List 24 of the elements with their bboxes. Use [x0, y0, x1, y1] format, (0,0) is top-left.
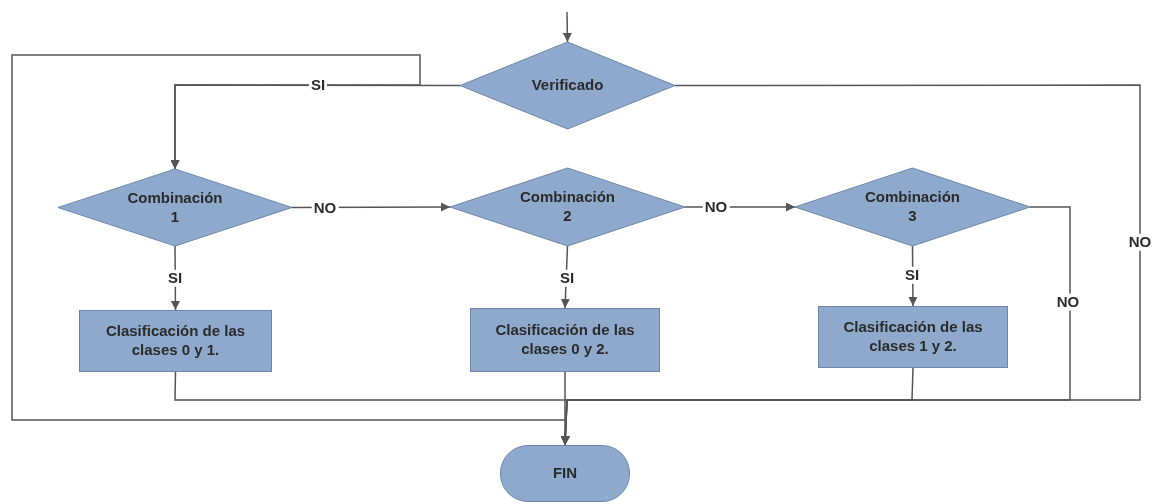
edge-label: SI — [902, 266, 922, 284]
arrow — [562, 11, 572, 43]
decision-diamond — [58, 169, 292, 246]
node-label: Combinación 2 — [519, 188, 616, 226]
node-label: Clasificación de las clases 1 y 2. — [842, 318, 984, 356]
edge-label: SI — [557, 269, 577, 287]
decision-diamond — [795, 168, 1030, 246]
node-label: FIN — [552, 464, 578, 483]
edge-label: NO — [1126, 233, 1154, 251]
decision-diamond — [450, 168, 685, 246]
node-label: Clasificación de las clases 0 y 2. — [494, 321, 636, 359]
terminator-shape — [500, 445, 630, 502]
node-label: Clasificación de las clases 0 y 1. — [104, 322, 247, 360]
node-label: Combinación 1 — [126, 188, 224, 227]
process-box — [818, 306, 1008, 368]
edge-label: NO — [1054, 293, 1082, 311]
process-box — [470, 308, 660, 372]
edge-label: SI — [165, 269, 185, 287]
node-label: Verificado — [531, 76, 604, 95]
decision-diamond — [460, 42, 675, 129]
arrow — [560, 367, 914, 446]
arrow — [11, 54, 568, 421]
node-label: Combinación 3 — [864, 188, 961, 226]
process-box — [79, 310, 272, 372]
